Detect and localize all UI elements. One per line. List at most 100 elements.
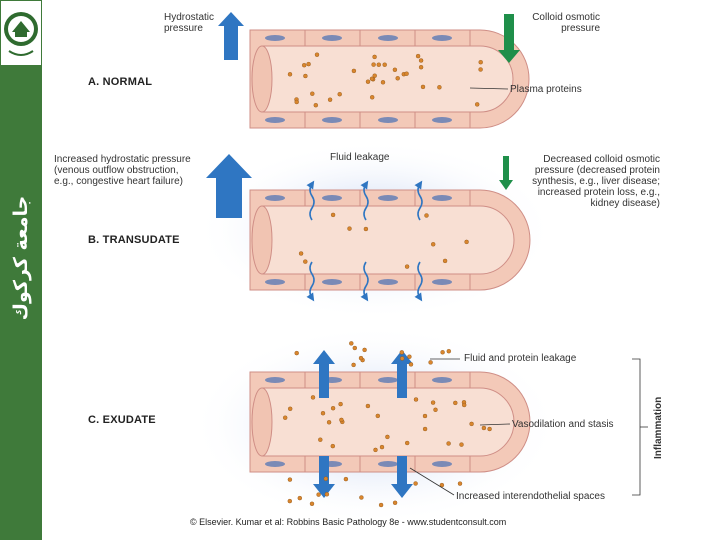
endothelial-nucleus xyxy=(322,279,342,285)
plasma-protein xyxy=(416,54,420,58)
plasma-protein xyxy=(405,265,409,269)
leaked-protein xyxy=(458,482,462,486)
endothelial-nucleus xyxy=(378,35,398,41)
leaked-protein xyxy=(363,348,367,352)
plasma-protein xyxy=(295,100,299,104)
vessel-normal xyxy=(250,30,529,128)
plasma-protein xyxy=(311,395,315,399)
plasma-protein xyxy=(339,402,343,406)
plasma-protein xyxy=(414,398,418,402)
plasma-protein xyxy=(460,443,464,447)
endothelial-nucleus xyxy=(265,377,285,383)
leaked-protein xyxy=(400,350,404,354)
endothelial-nucleus xyxy=(265,35,285,41)
leaked-protein xyxy=(393,501,397,505)
plasma-protein xyxy=(370,95,374,99)
section-a-title: A. NORMAL xyxy=(88,76,152,88)
increased-hydro-label: Increased hydrostatic pressure (venous o… xyxy=(54,154,191,187)
leaked-protein xyxy=(310,502,314,506)
plasma-protein xyxy=(328,98,332,102)
leaked-protein xyxy=(409,362,413,366)
endothelial-nucleus xyxy=(432,377,452,383)
plasma-protein xyxy=(372,63,376,67)
plasma-protein xyxy=(331,444,335,448)
vasodilation-label: Vasodilation and stasis xyxy=(512,419,614,430)
plasma-protein xyxy=(479,60,483,64)
fluid-leakage-label: Fluid leakage xyxy=(330,152,389,163)
leaked-protein xyxy=(295,351,299,355)
plasma-protein xyxy=(339,418,343,422)
leaked-protein xyxy=(379,503,383,507)
colloid-label: Colloid osmotic pressure xyxy=(520,12,600,34)
plasma-protein xyxy=(470,422,474,426)
plasma-protein xyxy=(315,53,319,57)
vessel-exudate xyxy=(250,372,530,472)
endothelial-nucleus xyxy=(378,279,398,285)
plasma-protein xyxy=(380,445,384,449)
leaked-protein xyxy=(317,493,321,497)
plasma-protein xyxy=(419,65,423,69)
endothelial-nucleus xyxy=(432,195,452,201)
endothelial-nucleus xyxy=(378,195,398,201)
plasma-protein xyxy=(373,55,377,59)
interendothelial-label: Increased interendothelial spaces xyxy=(456,491,605,502)
endothelial-nucleus xyxy=(378,117,398,123)
plasma-protein xyxy=(475,102,479,106)
plasma-protein xyxy=(376,414,380,418)
endothelial-nucleus xyxy=(432,279,452,285)
leaked-protein xyxy=(400,357,404,361)
plasma-protein xyxy=(283,416,287,420)
plasma-protein xyxy=(364,227,368,231)
plasma-protein xyxy=(419,59,423,63)
plasma-protein xyxy=(453,401,457,405)
hydrostatic-arrow-up xyxy=(218,12,244,60)
leaked-protein xyxy=(447,349,451,353)
endothelial-nucleus xyxy=(322,117,342,123)
plasma-protein xyxy=(352,69,356,73)
vessel-opening xyxy=(252,388,272,456)
plasma-protein xyxy=(425,214,429,218)
plasma-protein xyxy=(383,63,387,67)
leaked-protein xyxy=(359,356,363,360)
leaked-protein xyxy=(429,360,433,364)
vessel-lumen xyxy=(262,388,514,456)
plasma-protein xyxy=(431,242,435,246)
leaked-protein xyxy=(324,477,328,481)
plasma-protein xyxy=(377,63,381,67)
leaked-protein xyxy=(288,478,292,482)
plasma-protein xyxy=(310,92,314,96)
endothelial-nucleus xyxy=(265,279,285,285)
leaked-protein xyxy=(441,350,445,354)
plasma-protein xyxy=(405,441,409,445)
plasma-protein xyxy=(465,240,469,244)
plasma-protein xyxy=(303,74,307,78)
leaked-protein xyxy=(349,341,353,345)
plasma-protein xyxy=(288,407,292,411)
endothelial-nucleus xyxy=(265,117,285,123)
vessel-transudate xyxy=(250,190,530,290)
plasma-protein xyxy=(405,72,409,76)
endothelial-nucleus xyxy=(265,195,285,201)
leaked-protein xyxy=(288,499,292,503)
vessel-opening xyxy=(252,46,272,112)
inflammation-bracket xyxy=(632,359,640,495)
plasma-protein xyxy=(331,213,335,217)
plasma-protein xyxy=(288,72,292,76)
endothelial-nucleus xyxy=(322,35,342,41)
plasma-protein xyxy=(393,68,397,72)
plasma-protein xyxy=(338,92,342,96)
endothelial-nucleus xyxy=(432,461,452,467)
plasma-protein xyxy=(299,252,303,256)
vessel-lumen xyxy=(262,46,513,112)
plasma-protein xyxy=(437,85,441,89)
hydrostatic-label: Hydrostatic pressure xyxy=(164,12,214,34)
endothelial-nucleus xyxy=(432,117,452,123)
plasma-protein xyxy=(423,427,427,431)
endothelial-nucleus xyxy=(378,461,398,467)
plasma-protein xyxy=(482,426,486,430)
plasma-protein xyxy=(373,74,377,78)
plasma-protein xyxy=(431,401,435,405)
leaked-protein xyxy=(325,492,329,496)
plasma-protein xyxy=(331,406,335,410)
leaked-protein xyxy=(359,496,363,500)
